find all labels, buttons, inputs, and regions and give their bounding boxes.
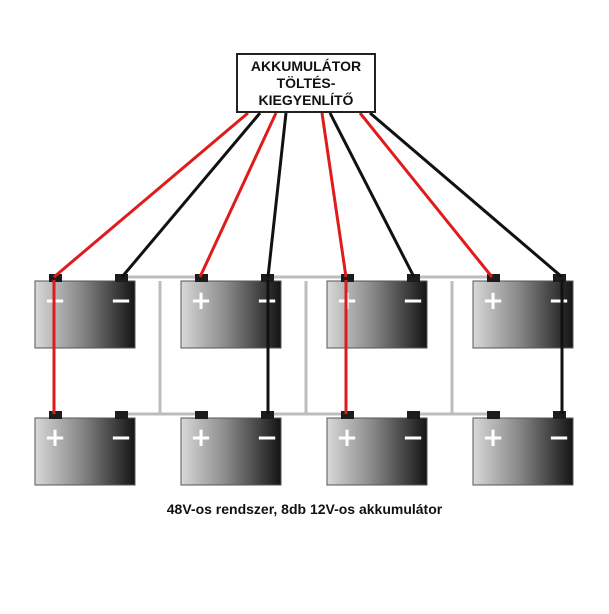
battery-terminal-left	[487, 274, 500, 282]
battery-terminal-right	[261, 274, 274, 282]
battery-body	[472, 280, 574, 349]
battery-r2-c1: +−	[34, 411, 136, 486]
battery-body	[180, 280, 282, 349]
wire-2-negative	[120, 112, 262, 278]
wire-1-positive	[53, 111, 249, 279]
battery-r2-c4: +−	[472, 411, 574, 486]
series-links	[123, 275, 491, 416]
balancer-label-line-1: AKKUMULÁTOR	[250, 57, 362, 74]
wire-3-positive	[198, 112, 278, 278]
battery-r1-c3: +−	[326, 274, 428, 349]
wire-6-negative	[328, 112, 416, 278]
battery-terminal-left	[49, 274, 62, 282]
battery-bank: −−+−+−+−+−+−+−+−	[34, 274, 574, 486]
balancer-label-line-2: TÖLTÉS-	[276, 74, 336, 91]
battery-body	[472, 417, 574, 486]
battery-right-symbol: −	[110, 423, 132, 453]
balancer-box: AKKUMULÁTOR TÖLTÉS- KIEGYENLÍTŐ	[236, 53, 376, 113]
battery-terminal-right	[407, 274, 420, 282]
balancer-wires	[52, 111, 564, 414]
battery-left-symbol: +	[44, 423, 66, 453]
battery-body	[326, 280, 428, 349]
battery-terminal-right	[115, 411, 128, 419]
battery-body	[180, 417, 282, 486]
battery-left-symbol: +	[482, 423, 504, 453]
battery-terminal-left	[49, 411, 62, 419]
diagram-caption: 48V-os rendszer, 8db 12V-os akkumulátor	[166, 501, 443, 517]
battery-left-symbol: +	[190, 286, 212, 316]
battery-terminal-left	[341, 411, 354, 419]
battery-terminal-left	[341, 274, 354, 282]
battery-right-symbol: −	[548, 286, 570, 316]
battery-terminal-right	[407, 411, 420, 419]
balancer-label-line-3: KIEGYENLÍTŐ	[258, 91, 354, 108]
battery-right-symbol: −	[402, 286, 424, 316]
battery-right-symbol: −	[110, 286, 132, 316]
battery-right-symbol: −	[256, 423, 278, 453]
battery-r1-c1: −−	[34, 274, 136, 349]
battery-r2-c3: +−	[326, 411, 428, 486]
wire-4-negative	[266, 112, 288, 278]
wire-8-negative	[369, 111, 563, 279]
battery-right-symbol: −	[548, 423, 570, 453]
battery-r1-c4: +−	[472, 274, 574, 349]
battery-terminal-right	[553, 274, 566, 282]
battery-terminal-right	[261, 411, 274, 419]
battery-terminal-left	[487, 411, 500, 419]
battery-left-symbol: +	[482, 286, 504, 316]
battery-right-symbol: −	[402, 423, 424, 453]
battery-terminal-left	[195, 274, 208, 282]
battery-body	[34, 417, 136, 486]
battery-terminal-right	[115, 274, 128, 282]
battery-terminal-left	[195, 411, 208, 419]
battery-left-symbol: +	[190, 423, 212, 453]
battery-terminal-right	[553, 411, 566, 419]
wire-5-positive	[320, 112, 348, 278]
battery-body	[326, 417, 428, 486]
wire-7-positive	[358, 112, 494, 278]
battery-left-symbol: +	[336, 423, 358, 453]
battery-r2-c2: +−	[180, 411, 282, 486]
battery-body	[34, 280, 136, 349]
battery-r1-c2: +−	[180, 274, 282, 349]
